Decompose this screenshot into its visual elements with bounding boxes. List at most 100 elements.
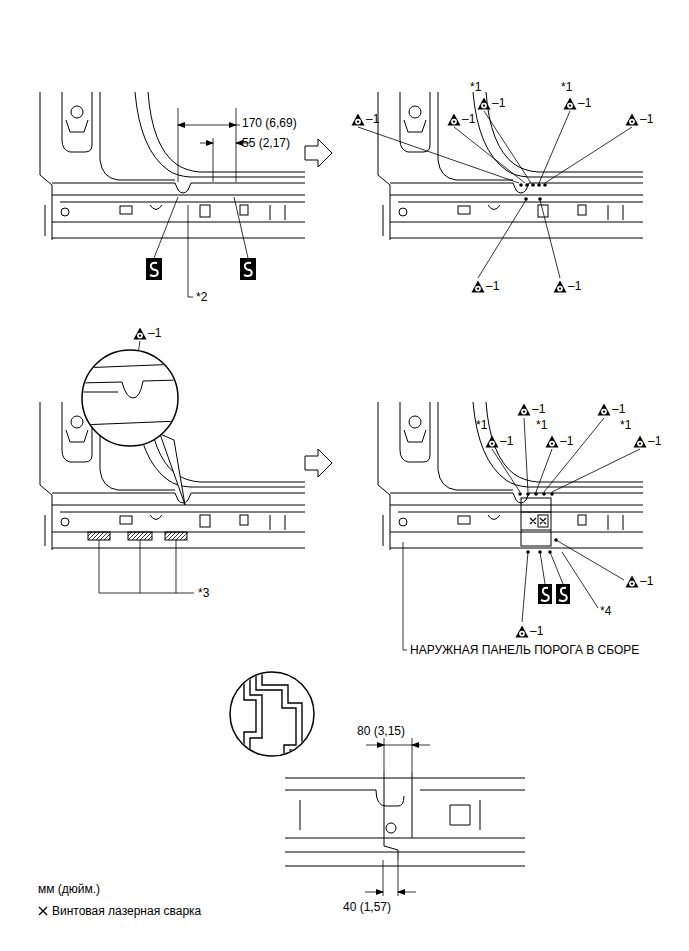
spot-weld-symbol xyxy=(146,258,570,604)
weld-spot xyxy=(519,183,523,187)
weld-count: –1 xyxy=(530,624,543,638)
weld-count: –1 xyxy=(568,279,581,293)
weld-symbol xyxy=(521,409,527,415)
dimension-line xyxy=(398,892,416,893)
weld-symbol xyxy=(133,327,147,340)
detail-callout xyxy=(80,421,180,425)
weld-symbol xyxy=(523,410,525,412)
reinforcement-plate xyxy=(530,518,546,524)
reinforcement-plate xyxy=(521,498,551,546)
spot-weld-symbol xyxy=(240,258,256,280)
callout-label: *2 xyxy=(196,290,207,304)
weld-count: –1 xyxy=(366,112,379,126)
sill-closeup xyxy=(384,772,412,860)
detail-callout xyxy=(80,364,180,368)
sill-illustration xyxy=(378,92,643,240)
detail-callout xyxy=(82,350,178,446)
leader-line xyxy=(99,540,194,593)
weld-count: –1 xyxy=(578,96,591,110)
dimension-line xyxy=(200,143,213,144)
weld-symbol xyxy=(355,119,361,125)
weld-symbol xyxy=(567,103,573,109)
weld-symbol xyxy=(352,114,365,126)
sill-closeup xyxy=(376,790,404,806)
callout-label: *1 xyxy=(561,80,572,94)
weld-spot xyxy=(518,183,558,554)
leader-line xyxy=(492,418,640,492)
dimension-line xyxy=(178,108,236,182)
hatched-area xyxy=(128,532,152,540)
weld-spot xyxy=(550,492,554,496)
leader-line xyxy=(154,197,248,258)
weld-symbol xyxy=(549,441,555,447)
weld-symbol xyxy=(597,403,611,416)
callout-label: 55 (2,17) xyxy=(242,136,290,150)
spot-weld-symbol xyxy=(538,584,552,604)
spot-weld-symbol xyxy=(559,588,567,601)
sill-closeup xyxy=(386,823,396,833)
weld-symbol xyxy=(451,119,457,125)
weld-symbol xyxy=(134,328,147,340)
weld-spot xyxy=(542,492,546,496)
callout-label: *3 xyxy=(198,586,209,600)
spot-weld-symbol xyxy=(146,258,162,280)
leader-line xyxy=(522,540,624,622)
callout-label: *1 xyxy=(620,418,631,432)
weld-count: –1 xyxy=(462,112,475,126)
weld-symbol xyxy=(472,281,485,293)
sill-illustration xyxy=(378,402,643,550)
weld-count: –1 xyxy=(640,112,653,126)
sill-illustration xyxy=(40,92,305,240)
leader-line xyxy=(478,200,560,278)
weld-symbol xyxy=(448,114,461,126)
weld-symbol xyxy=(477,287,479,289)
weld-symbol xyxy=(357,120,359,122)
legend-cross xyxy=(38,906,48,916)
leader-line xyxy=(188,205,193,297)
detail-callout xyxy=(80,380,180,398)
callout-label: *4 xyxy=(600,604,611,618)
step-arrow xyxy=(305,139,332,167)
detail-callout xyxy=(244,672,302,760)
weld-symbol xyxy=(491,442,493,444)
spot-weld-symbol xyxy=(240,258,256,280)
weld-symbol xyxy=(137,333,143,339)
weld-symbol xyxy=(598,404,611,416)
weld-symbol xyxy=(637,441,643,447)
dimension-line xyxy=(384,738,412,772)
legend-cross xyxy=(39,907,47,915)
weld-symbol xyxy=(626,114,639,126)
weld-symbol xyxy=(545,435,559,448)
weld-count: –1 xyxy=(648,434,661,448)
sill-illustration xyxy=(40,92,643,550)
weld-symbol xyxy=(489,441,495,447)
sill-closeup xyxy=(285,772,525,866)
spot-weld-symbol xyxy=(538,584,552,604)
detail-callout xyxy=(160,434,185,505)
weld-symbol xyxy=(559,287,561,289)
dimension-line xyxy=(178,125,190,126)
weld-symbol xyxy=(521,632,523,634)
callout-label: 170 (6,69) xyxy=(242,116,297,130)
weld-count: –1 xyxy=(492,96,505,110)
dimension-line xyxy=(190,125,236,126)
weld-count: –1 xyxy=(148,326,161,340)
weld-spot xyxy=(518,492,522,496)
spot-weld-symbol xyxy=(150,263,158,276)
dimension-line xyxy=(412,745,430,746)
weld-spot xyxy=(537,183,541,187)
weld-symbol xyxy=(634,436,647,448)
callout-label: *1 xyxy=(476,418,487,432)
spot-weld-symbol xyxy=(556,584,570,604)
weld-symbol xyxy=(563,97,577,110)
dimension-line xyxy=(236,125,240,126)
step-arrow xyxy=(305,139,332,477)
detail-callout xyxy=(80,392,118,393)
weld-spot xyxy=(531,183,535,187)
spot-weld-symbol xyxy=(556,584,570,604)
weld-symbol xyxy=(517,403,531,416)
weld-symbol xyxy=(453,120,455,122)
spot-weld-symbol xyxy=(541,588,549,601)
weld-spot xyxy=(534,492,538,496)
weld-symbol xyxy=(477,97,491,110)
